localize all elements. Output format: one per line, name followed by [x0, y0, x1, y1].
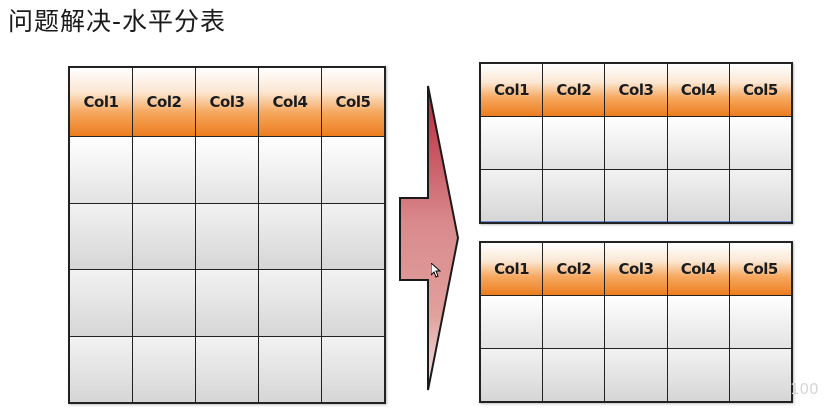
table-cell [70, 336, 132, 402]
column-header: Col2 [133, 68, 195, 136]
table-cell [729, 170, 791, 222]
table-cell [196, 203, 258, 269]
split-arrow-icon [399, 85, 460, 391]
column-header-label: Col4 [680, 81, 716, 99]
column-header-label: Col1 [83, 93, 119, 111]
table-cell [543, 296, 605, 348]
column-header: Col4 [259, 68, 321, 136]
table-cell [70, 203, 132, 269]
column-header: Col4 [667, 64, 729, 116]
table-cell [70, 137, 132, 203]
table-cell [667, 117, 729, 169]
column-header-label: Col1 [494, 260, 530, 278]
table-cell [70, 270, 132, 336]
table-cell [259, 203, 321, 269]
table-cell [605, 296, 667, 348]
column-header-label: Col3 [618, 260, 654, 278]
watermark-text: 100 [790, 380, 819, 398]
source-table: Col1 Col2 Col3 Col4 Col5 [68, 66, 386, 404]
table-cell [481, 349, 543, 401]
column-header: Col2 [543, 243, 605, 295]
column-header-label: Col2 [556, 81, 592, 99]
column-header-label: Col3 [209, 93, 245, 111]
table-cell [196, 137, 258, 203]
table-cell [133, 270, 195, 336]
table-cell [259, 137, 321, 203]
table-cell [543, 349, 605, 401]
table-cell [543, 170, 605, 222]
column-header: Col5 [729, 64, 791, 116]
column-header-label: Col4 [272, 93, 308, 111]
column-header-label: Col5 [742, 81, 778, 99]
column-header-label: Col4 [680, 260, 716, 278]
slide-title: 问题解决-水平分表 [8, 7, 227, 36]
table-cell [729, 349, 791, 401]
table-cell [543, 117, 605, 169]
column-header: Col3 [605, 64, 667, 116]
mouse-cursor-icon [431, 263, 441, 278]
table-cell [667, 296, 729, 348]
column-header: Col1 [481, 64, 543, 116]
table-cell [481, 117, 543, 169]
column-header: Col4 [667, 243, 729, 295]
table-cell [259, 270, 321, 336]
split-table-bottom: Col1 Col2 Col3 Col4 Col5 [479, 241, 793, 403]
table-cell [729, 296, 791, 348]
column-header: Col2 [543, 64, 605, 116]
table-cell [133, 137, 195, 203]
table-cell [133, 336, 195, 402]
column-header-label: Col5 [742, 260, 778, 278]
column-header: Col5 [729, 243, 791, 295]
table-cell [729, 117, 791, 169]
table-cell [605, 349, 667, 401]
table-cell [481, 296, 543, 348]
column-header: Col3 [605, 243, 667, 295]
column-header: Col5 [322, 68, 384, 136]
table-cell [133, 203, 195, 269]
table-cell [322, 336, 384, 402]
table-cell [605, 117, 667, 169]
column-header-label: Col3 [618, 81, 654, 99]
column-header-label: Col5 [335, 93, 371, 111]
split-table-top: Col1 Col2 Col3 Col4 Col5 [479, 62, 793, 224]
table-cell [605, 170, 667, 222]
column-header-label: Col2 [146, 93, 182, 111]
table-cell [322, 137, 384, 203]
table-cell [667, 349, 729, 401]
column-header: Col1 [481, 243, 543, 295]
table-cell [322, 270, 384, 336]
column-header: Col1 [70, 68, 132, 136]
table-cell [322, 203, 384, 269]
column-header-label: Col1 [494, 81, 530, 99]
table-cell [196, 336, 258, 402]
table-cell [259, 336, 321, 402]
table-cell [667, 170, 729, 222]
table-cell [481, 170, 543, 222]
table-cell [196, 270, 258, 336]
column-header-label: Col2 [556, 260, 592, 278]
column-header: Col3 [196, 68, 258, 136]
